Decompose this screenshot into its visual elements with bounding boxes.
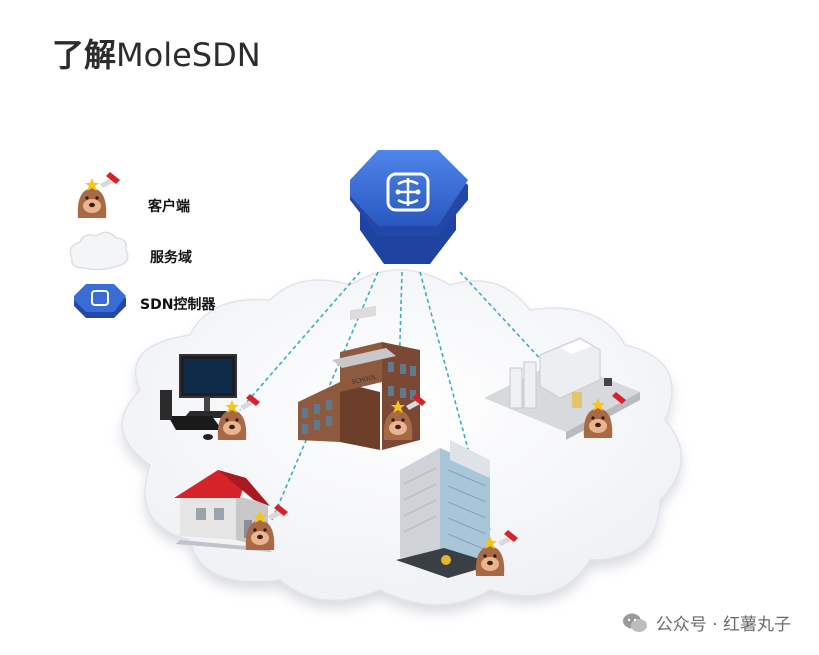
page-title: 了解MoleSDN (52, 30, 261, 76)
title-cjk: 了解 (52, 36, 117, 74)
brain-chip-icon (386, 172, 430, 212)
office-tower-icon (396, 440, 496, 578)
legend-client-icon (77, 172, 120, 218)
title-latin: MoleSDN (116, 36, 261, 74)
link-computer (239, 271, 361, 411)
house-icon (174, 470, 272, 552)
wechat-icon (622, 613, 647, 632)
link-tower (419, 271, 491, 531)
watermark-text: 公众号 · 红薯丸子 (655, 615, 791, 635)
sdn-controller (350, 150, 468, 264)
legend-label-service-domain: 服务域 (150, 250, 192, 266)
watermark: 公众号 · 红薯丸子 (622, 610, 791, 635)
legend-cloud-icon (69, 231, 129, 271)
legend-controller-icon (74, 284, 126, 318)
legend-label-client: 客户端 (148, 199, 190, 215)
legend-label-sdn-controller: SDN控制器 (140, 297, 216, 313)
computer-icon (160, 354, 237, 440)
